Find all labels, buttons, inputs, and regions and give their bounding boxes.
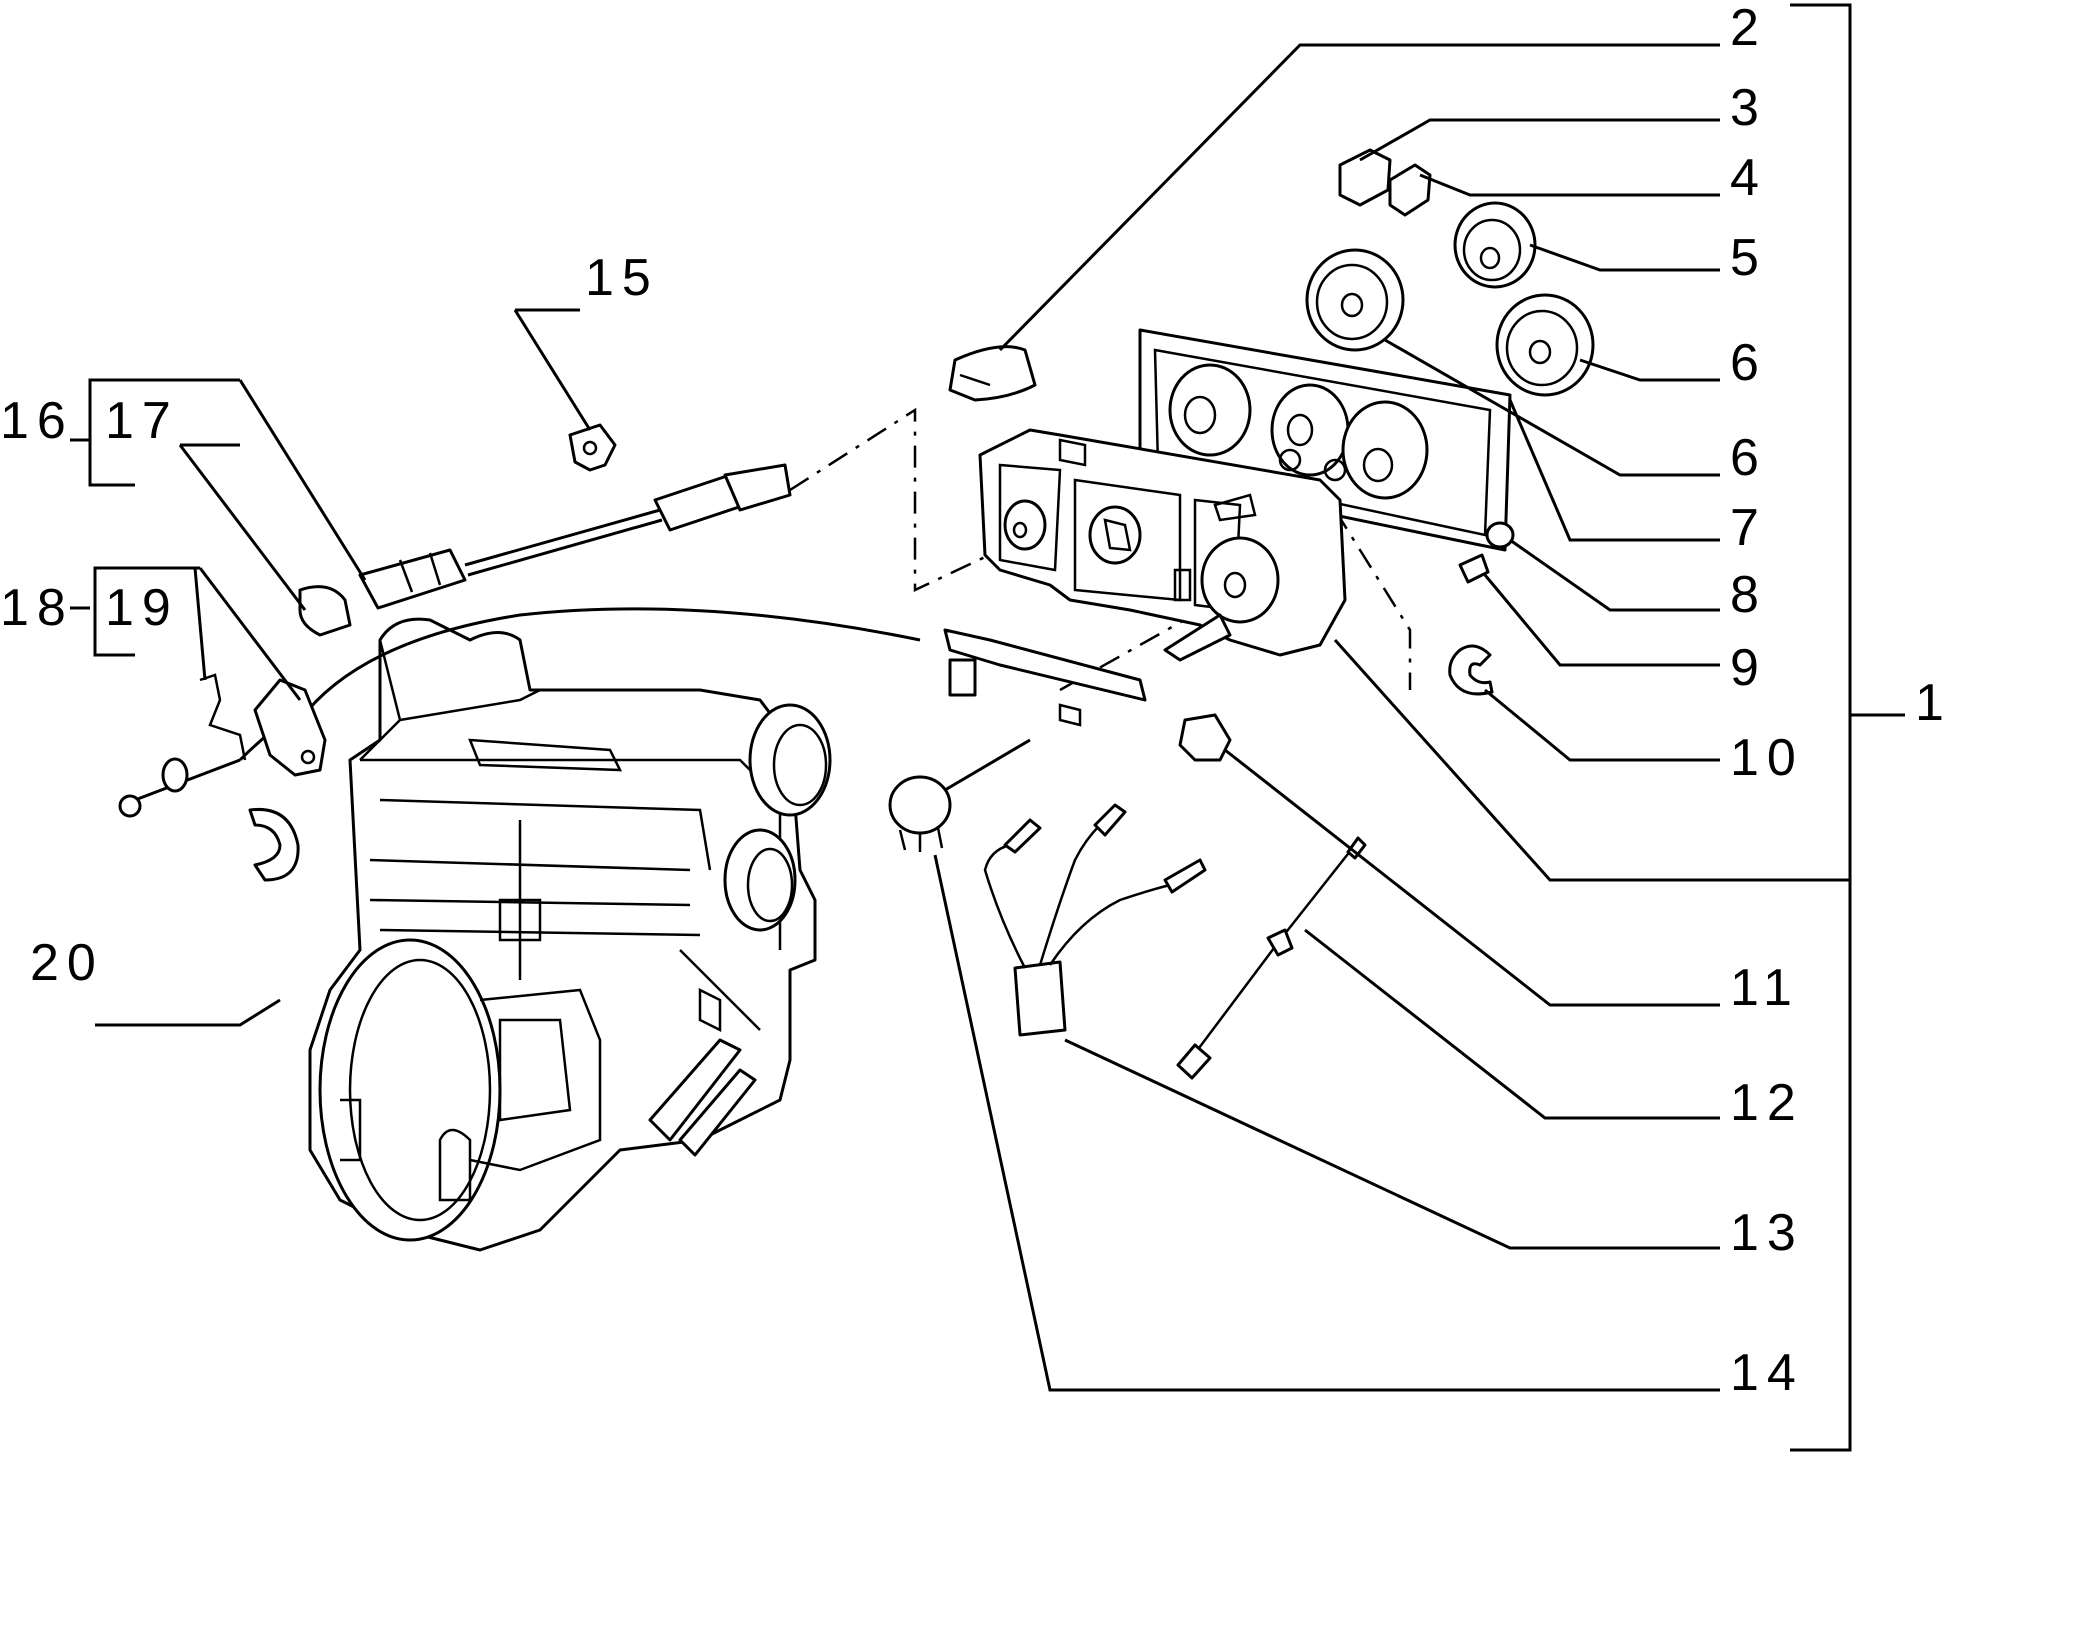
small-clip — [568, 423, 617, 472]
slider-bar — [943, 628, 1147, 727]
callout-9: 9 — [1730, 639, 1767, 697]
callout-6a: 6 — [1730, 334, 1767, 392]
control-knobs — [1305, 201, 1595, 397]
callout-3: 3 — [1730, 79, 1767, 137]
cap-part — [948, 345, 1037, 402]
callout-17: 17 — [105, 392, 179, 450]
callout-8: 8 — [1730, 566, 1767, 624]
assembly-bracket — [1790, 3, 1905, 1452]
sensor-lead — [1176, 836, 1367, 1080]
callout-15: 15 — [585, 249, 659, 307]
callout-12: 12 — [1730, 1074, 1804, 1132]
group-brackets — [70, 378, 135, 657]
callout-19: 19 — [105, 579, 179, 637]
cable-grommet — [118, 757, 241, 818]
callout-4: 4 — [1730, 149, 1767, 207]
callout-labels: 1 2 3 4 5 6 6 7 8 9 10 11 12 13 14 15 16… — [0, 0, 1952, 1402]
callout-20: 20 — [30, 934, 104, 992]
callout-1: 1 — [1915, 674, 1952, 732]
callout-16: 16 — [0, 392, 74, 450]
cable-bracket — [199, 673, 327, 777]
heater-box-assembly — [308, 617, 832, 1252]
cable-assembly — [358, 463, 792, 610]
wiring-harness — [983, 803, 1207, 1037]
callout-18: 18 — [0, 579, 74, 637]
control-unit — [978, 328, 1512, 662]
callout-2: 2 — [1730, 0, 1767, 57]
callout-10: 10 — [1730, 729, 1804, 787]
leader-lines — [95, 43, 1810, 1392]
callout-6b: 6 — [1730, 429, 1767, 487]
callout-5: 5 — [1730, 229, 1767, 287]
retaining-clip — [248, 807, 300, 882]
bulb-holders — [1338, 148, 1432, 217]
callout-11: 11 — [1730, 959, 1800, 1017]
callout-7: 7 — [1730, 499, 1767, 557]
callout-14: 14 — [1730, 1344, 1804, 1402]
small-fasteners — [1178, 521, 1515, 762]
cable-clip — [298, 585, 352, 637]
callout-13: 13 — [1730, 1204, 1804, 1262]
rotary-switch — [888, 738, 1031, 852]
